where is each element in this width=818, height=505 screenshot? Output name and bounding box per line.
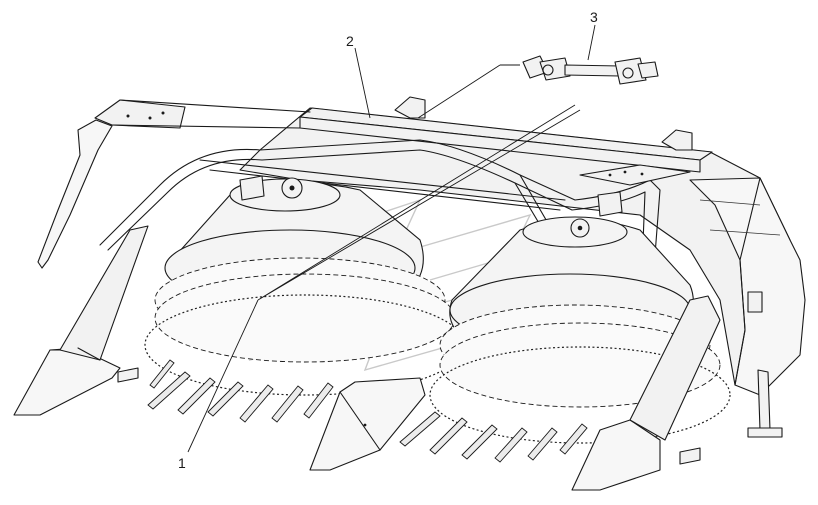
drive-shaft [522, 55, 659, 85]
left-frame-arm [37, 99, 311, 269]
top-beam [299, 96, 713, 173]
callout-1: 1 [178, 455, 186, 471]
left-divider [13, 225, 149, 416]
left-fingers [147, 359, 334, 423]
right-top-plate [579, 164, 691, 217]
right-divider [571, 295, 721, 491]
callout-2: 2 [346, 33, 354, 49]
center-divider [309, 377, 426, 471]
left-rotor [144, 175, 466, 396]
right-fingers [399, 411, 588, 463]
support-leg [747, 369, 783, 438]
leader-lines [187, 24, 596, 453]
callout-3: 3 [590, 9, 598, 25]
